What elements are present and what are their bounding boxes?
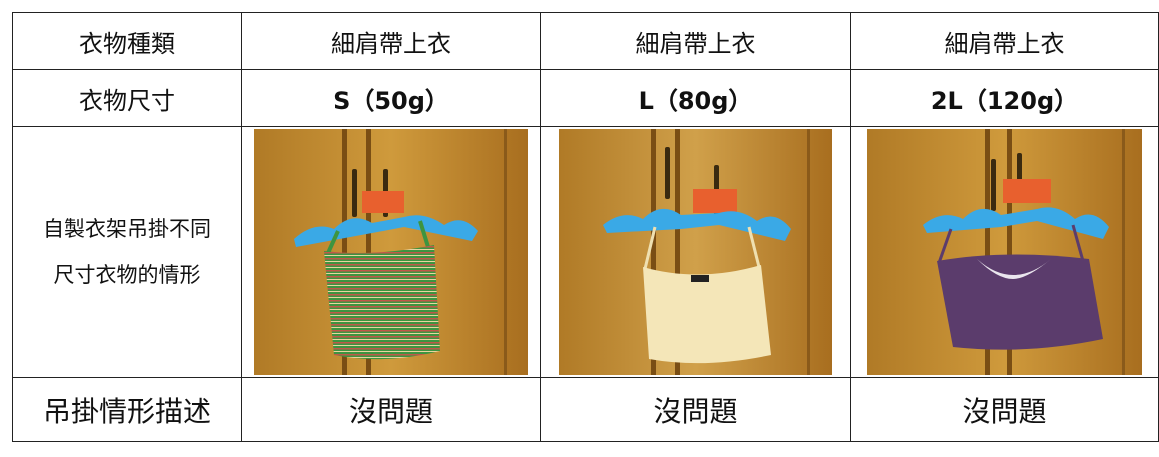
row-clothing-type: 衣物種類 細肩帶上衣 細肩帶上衣 細肩帶上衣 [12,12,1159,70]
row-hanging-description: 吊掛情形描述 沒問題 沒問題 沒問題 [12,377,1159,442]
photo-cell-2 [540,126,851,378]
clothing-size-3: 2L（120g） [850,69,1159,127]
photo-cell-1 [241,126,541,378]
row-label-hanging-photos: 自製衣架吊掛不同 尺寸衣物的情形 [12,126,242,378]
hanging-result-3: 沒問題 [850,377,1159,442]
row-hanging-photos: 自製衣架吊掛不同 尺寸衣物的情形 [12,126,1159,378]
photo-row-label-line2: 尺寸衣物的情形 [53,263,201,287]
photo-row-label-line1: 自製衣架吊掛不同 [43,217,211,241]
hanger-test-table: 衣物種類 細肩帶上衣 細肩帶上衣 細肩帶上衣 衣物尺寸 S（50g） L（80g… [12,12,1159,442]
row-label-hanging-description: 吊掛情形描述 [12,377,242,442]
row-label-clothing-size: 衣物尺寸 [12,69,242,127]
hanging-result-1: 沒問題 [241,377,541,442]
clothing-type-1: 細肩帶上衣 [241,12,541,70]
photo-cell-3 [850,126,1159,378]
photo-green-camisole [254,129,528,375]
hanging-result-2: 沒問題 [540,377,851,442]
row-label-clothing-type: 衣物種類 [12,12,242,70]
clothing-type-3: 細肩帶上衣 [850,12,1159,70]
clothing-size-2: L（80g） [540,69,851,127]
row-clothing-size: 衣物尺寸 S（50g） L（80g） 2L（120g） [12,69,1159,127]
photo-cream-camisole [559,129,832,375]
clothing-type-2: 細肩帶上衣 [540,12,851,70]
photo-purple-camisole [867,129,1142,375]
clothing-size-1: S（50g） [241,69,541,127]
